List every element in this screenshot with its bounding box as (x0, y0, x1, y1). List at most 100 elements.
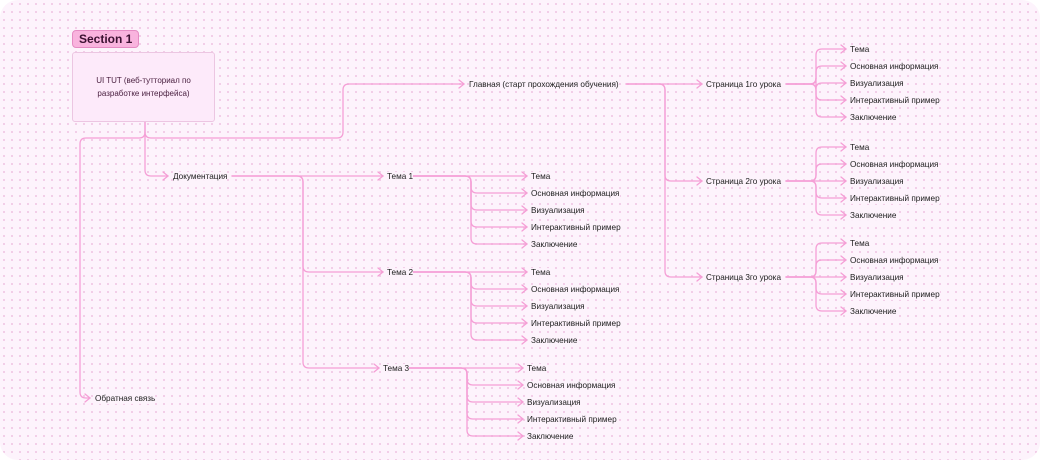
node-lesson-1-child[interactable]: Основная информация (850, 62, 939, 72)
main-to-lesson-2 (625, 83, 703, 182)
topic-1-child-4-arrow (521, 222, 529, 232)
lesson-1-child-4-arrow (840, 95, 848, 105)
lesson-1-child-2-arrow (840, 61, 848, 71)
docs-to-topic-2 (231, 175, 384, 273)
root-to-main-link (144, 83, 465, 139)
node-topic-1-child[interactable]: Интерактивный пример (531, 223, 621, 233)
docs-to-topic-2-arrow (377, 267, 385, 277)
node-topic-1-child[interactable]: Визуализация (531, 206, 585, 216)
node-docs[interactable]: Документация (173, 172, 228, 182)
lesson-3-child-2-arrow (840, 255, 848, 265)
node-lesson-3-child[interactable]: Визуализация (850, 273, 904, 283)
main-to-lesson-1-arrow (696, 79, 704, 89)
main-to-lesson-3 (625, 83, 703, 278)
node-topic-1-child[interactable]: Основная информация (531, 189, 620, 199)
lesson-3-child-5-arrow (840, 306, 848, 316)
topic-2-child-3-arrow (521, 301, 529, 311)
node-lesson-2-child[interactable]: Тема (850, 143, 870, 153)
lesson-1-child-5 (785, 83, 847, 118)
topic-1-child-5-arrow (521, 239, 529, 249)
topic-2-child-2-arrow (521, 284, 529, 294)
node-topic-1[interactable]: Тема 1 (387, 172, 414, 182)
root-to-docs-link (144, 121, 169, 177)
lesson-2-child-5-arrow (840, 210, 848, 220)
node-topic-1-child[interactable]: Заключение (531, 240, 578, 250)
lesson-3-child-5 (785, 276, 847, 312)
node-topic-3-child[interactable]: Заключение (527, 432, 574, 442)
lesson-2-child-2 (785, 163, 847, 182)
docs-to-topic-3 (231, 175, 380, 369)
node-topic-2-child[interactable]: Основная информация (531, 285, 620, 295)
node-lesson-3-child[interactable]: Основная информация (850, 256, 939, 266)
section-label[interactable]: Section 1 (72, 30, 140, 48)
root-to-feedback-arrow (84, 393, 92, 403)
node-lesson-2-child[interactable]: Визуализация (850, 177, 904, 187)
node-lesson-1-child[interactable]: Интерактивный пример (850, 96, 940, 106)
topic-2-child-5-arrow (521, 335, 529, 345)
topic-1-child-5 (412, 175, 528, 245)
root-to-docs-arrow (162, 171, 170, 181)
topic-3-child-1-arrow (517, 363, 525, 373)
topic-1-child-1-arrow (521, 171, 529, 181)
topic-2-child-5 (412, 271, 528, 341)
node-topic-2-child[interactable]: Интерактивный пример (531, 319, 621, 329)
node-topic-3-child[interactable]: Тема (527, 364, 547, 374)
main-to-lesson-2-arrow (696, 176, 704, 186)
lesson-3-child-3-arrow (840, 272, 848, 282)
lesson-2-child-1-arrow (840, 142, 848, 152)
main-to-lesson-3-arrow (696, 272, 704, 282)
node-topic-2-child[interactable]: Заключение (531, 336, 578, 346)
node-lesson-3[interactable]: Страница 3го урока (706, 273, 781, 283)
node-lesson-3-child[interactable]: Заключение (850, 307, 897, 317)
node-topic-3-child[interactable]: Визуализация (527, 398, 581, 408)
node-topic-1-child[interactable]: Тема (531, 172, 551, 182)
lesson-2-child-3-arrow (840, 176, 848, 186)
topic-3-child-3-arrow (517, 397, 525, 407)
root-to-feedback-link (79, 131, 146, 399)
lesson-2-child-5 (785, 180, 847, 216)
topic-1-child-2-arrow (521, 188, 529, 198)
lesson-1-child-3-arrow (840, 78, 848, 88)
topic-3-child-2-arrow (517, 380, 525, 390)
node-topic-2-child[interactable]: Тема (531, 268, 551, 278)
node-topic-3[interactable]: Тема 3 (383, 364, 410, 374)
node-topic-3-child[interactable]: Интерактивный пример (527, 415, 617, 425)
lesson-2-child-4-arrow (840, 193, 848, 203)
lesson-2-child-2-arrow (840, 159, 848, 169)
node-lesson-1[interactable]: Страница 1го урока (706, 80, 781, 90)
node-lesson-1-child[interactable]: Визуализация (850, 79, 904, 89)
topic-3-child-5 (408, 367, 524, 437)
root-node[interactable]: UI TUT (веб-тутториал по разработке инте… (72, 52, 215, 122)
node-topic-3-child[interactable]: Основная информация (527, 381, 616, 391)
node-lesson-1-child[interactable]: Заключение (850, 113, 897, 123)
lesson-3-child-1-arrow (840, 238, 848, 248)
topic-1-child-3-arrow (521, 205, 529, 215)
node-main[interactable]: Главная (старт прохождения обучения) (469, 80, 619, 90)
lesson-1-child-5-arrow (840, 112, 848, 122)
node-feedback[interactable]: Обратная связь (95, 394, 156, 404)
node-lesson-3-child[interactable]: Тема (850, 239, 870, 249)
node-lesson-2-child[interactable]: Заключение (850, 211, 897, 221)
topic-2-child-1-arrow (521, 267, 529, 277)
node-lesson-1-child[interactable]: Тема (850, 45, 870, 55)
node-topic-2-child[interactable]: Визуализация (531, 302, 585, 312)
topic-3-child-4 (408, 367, 524, 420)
topic-2-child-4 (412, 271, 528, 324)
node-lesson-3-child[interactable]: Интерактивный пример (850, 290, 940, 300)
root-to-main-arrow (458, 79, 466, 89)
node-lesson-2-child[interactable]: Интерактивный пример (850, 194, 940, 204)
lesson-3-child-4-arrow (840, 289, 848, 299)
lesson-1-child-1-arrow (840, 44, 848, 54)
topic-2-child-4-arrow (521, 318, 529, 328)
node-topic-2[interactable]: Тема 2 (387, 268, 414, 278)
topic-3-child-4-arrow (517, 414, 525, 424)
lesson-3-child-2 (785, 259, 847, 278)
topic-1-child-4 (412, 175, 528, 228)
docs-to-topic-1-arrow (377, 171, 385, 181)
node-lesson-2[interactable]: Страница 2го урока (706, 177, 781, 187)
root-node-label: UI TUT (веб-тутториал по разработке инте… (96, 76, 191, 98)
docs-to-topic-3-arrow (373, 363, 381, 373)
node-lesson-2-child[interactable]: Основная информация (850, 160, 939, 170)
